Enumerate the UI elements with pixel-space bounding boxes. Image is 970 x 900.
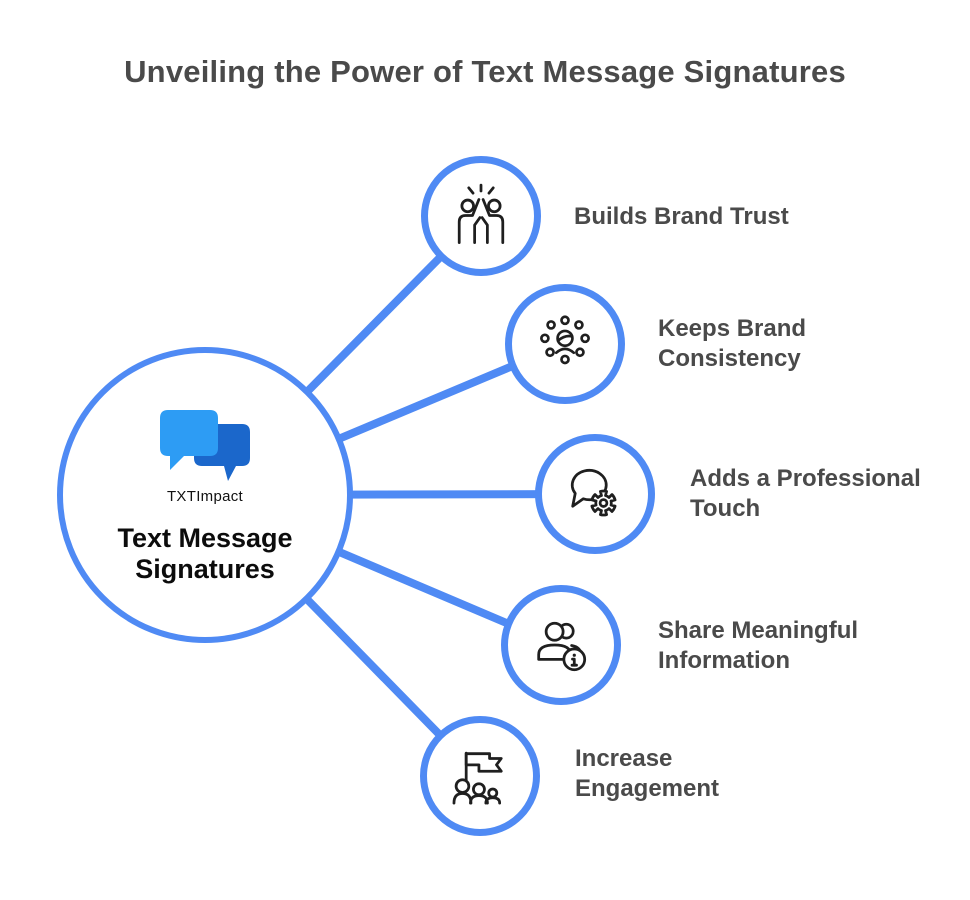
center-node-label: Text Message Signatures — [117, 522, 293, 584]
center-node-text-message-signatures: TXTImpact Text Message Signatures — [57, 347, 353, 643]
speech-bubble-gear-icon — [561, 460, 629, 528]
person-network-icon — [532, 311, 598, 377]
label-share-meaningful-information: Share Meaningful Information — [658, 617, 859, 674]
node-adds-professional-touch — [535, 434, 655, 554]
high-five-icon — [447, 182, 515, 250]
people-info-icon — [527, 611, 595, 679]
node-share-meaningful-information — [501, 585, 621, 705]
node-keeps-brand-consistency — [505, 284, 625, 404]
label-increase-engagement: Increase Engagement — [575, 745, 720, 802]
logo-wordmark: TXTImpact — [166, 487, 244, 505]
node-builds-brand-trust — [421, 156, 541, 276]
label-builds-brand-trust: Builds Brand Trust — [574, 203, 789, 230]
node-increase-engagement — [420, 716, 540, 836]
group-flag-icon — [446, 742, 514, 810]
label-keeps-brand-consistency: Keeps Brand Consistency — [658, 315, 807, 372]
label-adds-professional-touch: Adds a Professional Touch — [690, 465, 921, 522]
chat-bubbles-icon — [150, 406, 260, 486]
page-title: Unveiling the Power of Text Message Sign… — [124, 54, 846, 89]
